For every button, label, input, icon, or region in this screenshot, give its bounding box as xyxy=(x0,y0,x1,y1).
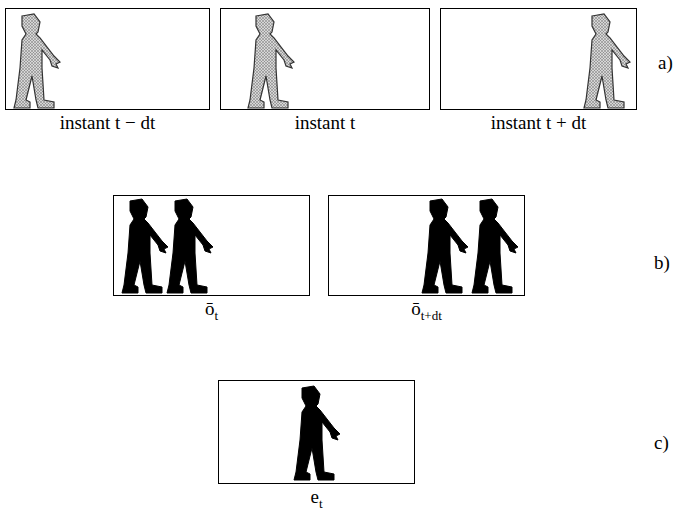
caption-subscript: t+dt xyxy=(421,308,442,323)
frame-caption: instant t − dt xyxy=(0,112,239,134)
row-label: a) xyxy=(658,52,673,74)
caption-subscript: t xyxy=(319,496,323,511)
walker-figure xyxy=(472,199,518,293)
row-label: c) xyxy=(654,432,669,454)
caption-text: ō xyxy=(205,298,215,319)
frame-box: instant t − dt xyxy=(5,8,210,110)
frame-box: instant t + dt xyxy=(440,8,637,110)
walker-figure xyxy=(14,14,60,108)
walker-figure xyxy=(584,14,630,108)
caption-text: instant t xyxy=(295,112,356,133)
walker-figure xyxy=(167,199,213,293)
walker-figure xyxy=(248,14,294,108)
walker-figure xyxy=(122,199,168,293)
frame-caption: et xyxy=(189,486,444,515)
frame-caption: ōt+dt xyxy=(299,298,554,327)
frame-box: instant t xyxy=(220,8,430,110)
frame-box: et xyxy=(218,380,415,484)
caption-text: instant t − dt xyxy=(60,112,156,133)
row-label: b) xyxy=(654,252,670,274)
walker-figure xyxy=(294,386,340,480)
stippled-figures xyxy=(14,14,630,108)
frame-caption: ōt xyxy=(84,298,339,327)
caption-text: ō xyxy=(411,298,421,319)
caption-subscript: t xyxy=(214,308,218,323)
frame-caption: instant t xyxy=(191,112,459,134)
caption-text: instant t + dt xyxy=(491,112,587,133)
frame-caption: instant t + dt xyxy=(411,112,666,134)
walker-figure xyxy=(422,199,468,293)
frame-box: ōt+dt xyxy=(328,195,525,296)
black-figures xyxy=(122,199,518,480)
caption-text: e xyxy=(310,486,318,507)
frame-box: ōt xyxy=(113,195,310,296)
